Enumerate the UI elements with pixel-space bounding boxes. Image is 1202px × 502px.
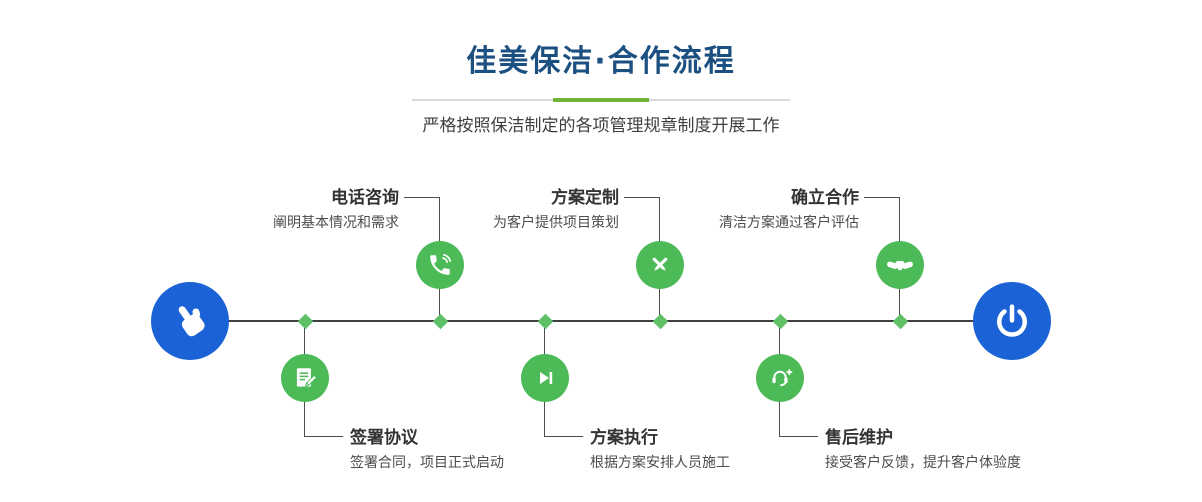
headset-icon <box>772 369 793 387</box>
contract-icon <box>296 368 317 388</box>
page-title: 佳美保洁·合作流程 <box>466 44 736 79</box>
power-icon <box>997 304 1027 337</box>
step-title: 电话咨询 <box>331 188 399 208</box>
play-icon <box>540 372 553 384</box>
step-label-cooperation: 确立合作 清洁方案通过客户评估 <box>719 187 859 232</box>
phone-icon <box>430 254 451 275</box>
timeline-node-diamond <box>772 313 789 330</box>
step-title: 售后维护 <box>825 428 893 448</box>
step-desc: 清洁方案通过客户评估 <box>719 215 859 231</box>
connector-line <box>404 197 440 198</box>
connector-line <box>305 436 343 437</box>
timeline-node-diamond <box>297 313 314 330</box>
timeline-node-diamond <box>892 313 909 330</box>
handshake-icon <box>887 261 913 271</box>
step-desc: 根据方案安排人员施工 <box>590 455 730 471</box>
step-label-aftersales: 售后维护 接受客户反馈，提升客户体验度 <box>825 427 1021 472</box>
step-desc: 阐明基本情况和需求 <box>273 215 399 231</box>
step-label-execute: 方案执行 根据方案安排人员施工 <box>590 427 730 472</box>
connector-line <box>624 197 660 198</box>
step-node-design <box>636 241 684 289</box>
divider-accent <box>553 98 649 102</box>
timeline-node-diamond <box>537 313 554 330</box>
title-divider <box>412 98 790 102</box>
timeline-line <box>190 320 1012 322</box>
step-label-phone: 电话咨询 阐明基本情况和需求 <box>273 187 399 232</box>
step-title: 方案定制 <box>551 188 619 208</box>
step-title: 确立合作 <box>791 188 859 208</box>
step-node-cooperation <box>876 241 924 289</box>
step-node-phone <box>416 241 464 289</box>
step-desc: 接受客户反馈，提升客户体验度 <box>825 455 1021 471</box>
step-desc: 为客户提供项目策划 <box>493 215 619 231</box>
step-label-contract: 签署协议 签署合同，项目正式启动 <box>350 427 504 472</box>
hand-pointer-icon <box>178 306 205 337</box>
timeline-start-circle <box>151 282 229 360</box>
design-icon <box>652 257 668 271</box>
connector-line <box>780 436 818 437</box>
timeline-node-diamond <box>432 313 449 330</box>
connector-line <box>864 197 900 198</box>
step-label-design: 方案定制 为客户提供项目策划 <box>493 187 619 232</box>
timeline-end-circle <box>973 282 1051 360</box>
step-node-aftersales <box>756 354 804 402</box>
step-title: 方案执行 <box>590 428 658 448</box>
step-desc: 签署合同，项目正式启动 <box>350 455 504 471</box>
connector-line <box>545 436 583 437</box>
page-subtitle: 严格按照保洁制定的各项管理规章制度开展工作 <box>422 116 780 136</box>
timeline-node-diamond <box>652 313 669 330</box>
step-node-contract <box>281 354 329 402</box>
step-title: 签署协议 <box>350 428 418 448</box>
step-node-execute <box>521 354 569 402</box>
